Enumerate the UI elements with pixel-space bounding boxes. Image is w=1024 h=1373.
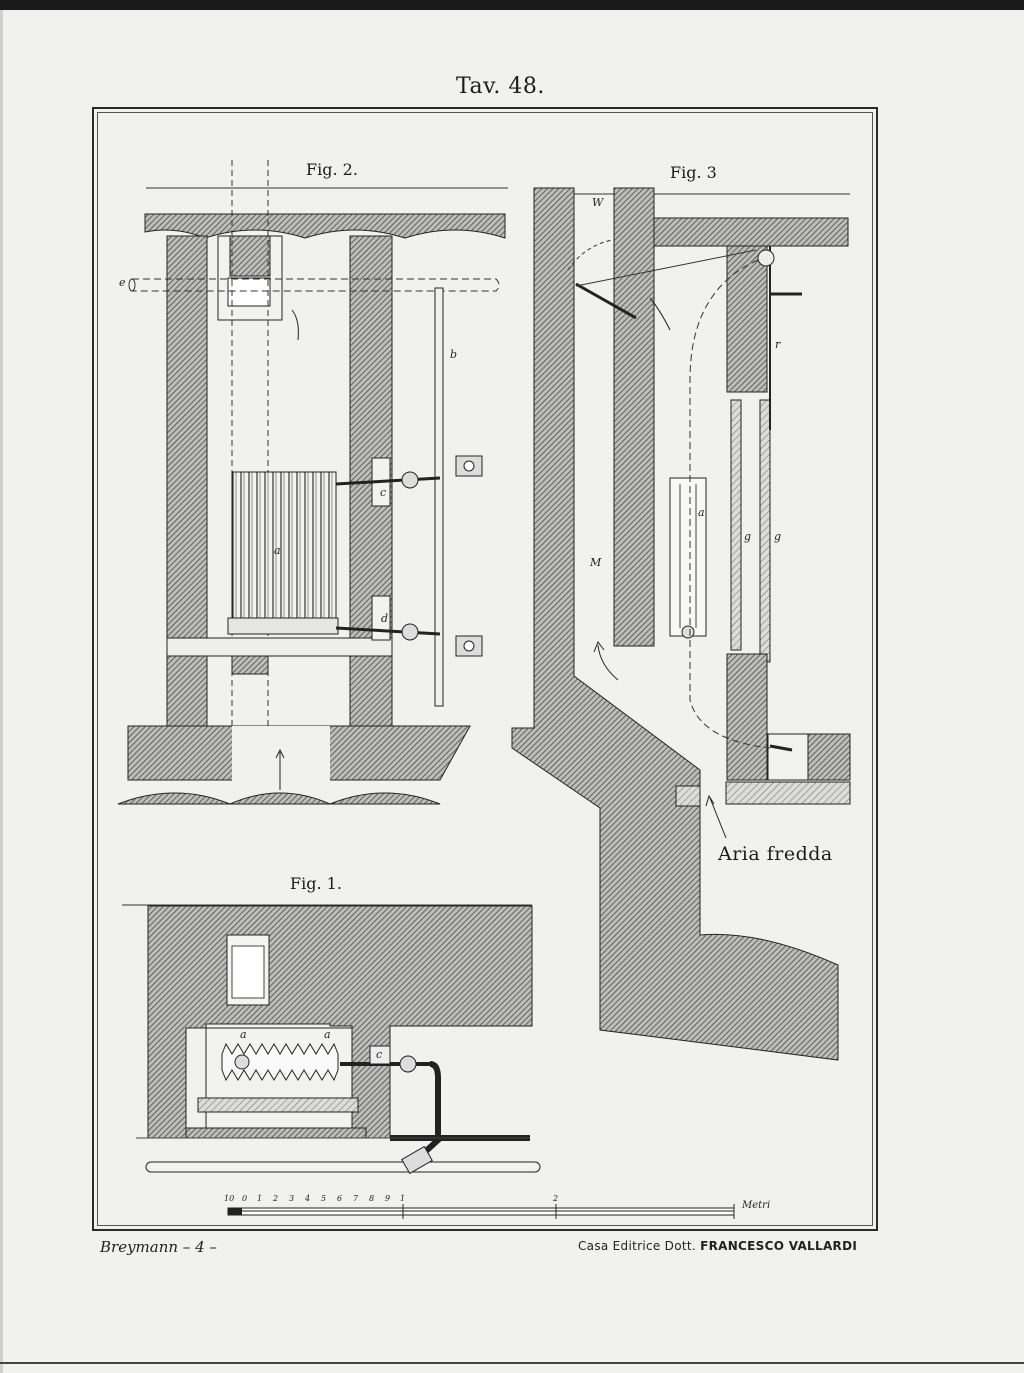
scale-number: 8 — [369, 1194, 375, 1203]
label-a-fig3: a — [698, 506, 705, 519]
scale-number: 3 — [289, 1194, 295, 1203]
label-c-fig1: c — [376, 1048, 383, 1061]
publisher-prefix: Casa Editrice Dott. — [578, 1239, 696, 1253]
label-g-right: g — [774, 530, 782, 543]
label-a-fig2: a — [274, 544, 281, 557]
fig1-drawing — [122, 904, 541, 1175]
footer-publisher: Casa Editrice Dott. FRANCESCO VALLARDI — [578, 1239, 857, 1253]
scale-number: 1 — [257, 1194, 263, 1203]
fig1-label: Fig. 1. — [290, 874, 342, 893]
footer-author: Breymann – 4 – — [100, 1238, 217, 1256]
label-M: M — [590, 556, 602, 569]
scale-unit-label: Metri — [742, 1200, 771, 1211]
label-d: d — [381, 612, 389, 625]
aria-fredda-label: Aria fredda — [718, 843, 833, 865]
scale-number: 6 — [337, 1194, 343, 1203]
scale-number: 0 — [242, 1194, 248, 1203]
plate-frame-outer — [92, 107, 878, 1231]
scan-top-edge — [0, 0, 1024, 10]
publisher-name: FRANCESCO VALLARDI — [700, 1239, 858, 1253]
scale-number: 2 — [553, 1194, 559, 1203]
scale-number: 9 — [385, 1194, 391, 1203]
label-a-fig1-left: a — [240, 1028, 247, 1041]
fig3-label: Fig. 3 — [670, 163, 717, 182]
label-W: W — [592, 196, 604, 209]
label-g-left: g — [744, 530, 752, 543]
fig2-drawing — [117, 160, 508, 805]
scale-number: 4 — [305, 1194, 311, 1203]
plate-frame-inner — [97, 112, 873, 1226]
scan-left-edge — [0, 10, 3, 1373]
scale-bar — [227, 1204, 735, 1219]
scale-number: 5 — [321, 1194, 327, 1203]
label-r: r — [775, 338, 781, 351]
label-a-fig1-right: a — [324, 1028, 331, 1041]
fig2-label: Fig. 2. — [306, 160, 358, 179]
scale-number: 2 — [273, 1194, 279, 1203]
plate-title: Tav. 48. — [456, 74, 545, 99]
scale-number: 1 — [400, 1194, 406, 1203]
label-c: c — [380, 486, 387, 499]
scale-number: 10 — [224, 1194, 235, 1203]
scale-number: 7 — [353, 1194, 359, 1203]
scan-bottom-edge — [0, 1362, 1024, 1364]
fig3-drawing — [511, 187, 851, 1061]
label-e: e — [119, 276, 126, 289]
label-b: b — [450, 348, 458, 361]
